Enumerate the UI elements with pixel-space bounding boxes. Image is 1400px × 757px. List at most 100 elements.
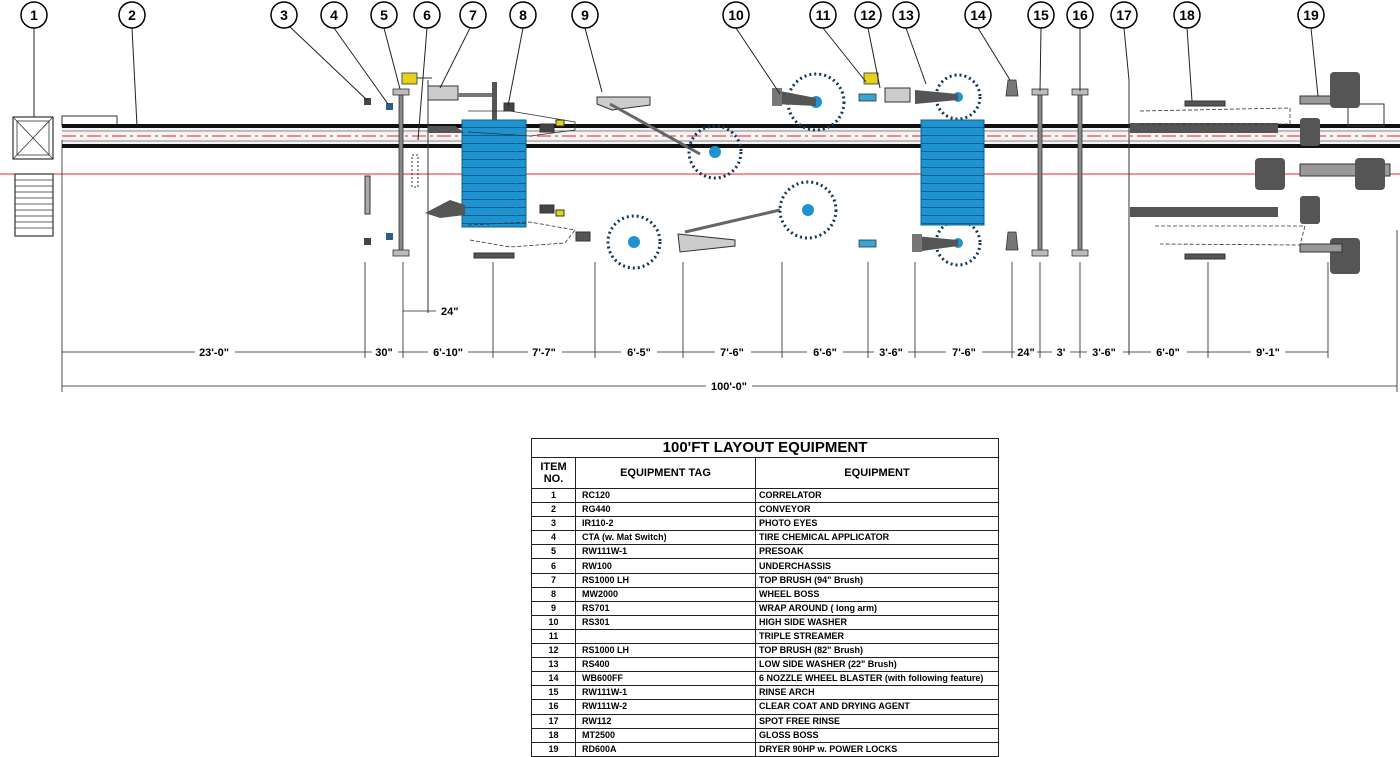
equipment-tag-cell: RC120 bbox=[575, 487, 756, 504]
presoak-arch-equipment bbox=[392, 72, 432, 257]
wrap-around-equipment bbox=[596, 96, 781, 253]
equipment-cell: TOP BRUSH (82" Brush) bbox=[755, 643, 999, 659]
wheel-boss-equipment bbox=[467, 102, 591, 259]
equipment-tag-cell bbox=[575, 628, 756, 645]
dim-segment-9: 7'-6" bbox=[952, 347, 976, 359]
top-brush-94-equipment bbox=[425, 82, 527, 228]
equipment-tag-cell: RS1000 LH bbox=[575, 572, 756, 588]
dim-segment-8: 3'-6" bbox=[879, 347, 903, 359]
equipment-cell: 6 NOZZLE WHEEL BLASTER (with following f… bbox=[755, 671, 999, 687]
dim-segment-13: 6'-0" bbox=[1156, 347, 1180, 359]
callout-8: 8 bbox=[509, 1, 537, 29]
equipment-tag-cell: RW111W-1 bbox=[575, 544, 756, 560]
dim-underchassis: 24" bbox=[441, 306, 458, 318]
equipment-tag-cell: RS400 bbox=[575, 657, 756, 673]
dim-segment-11: 3' bbox=[1057, 347, 1066, 359]
correlator-equipment bbox=[12, 116, 54, 237]
svg-text:12: 12 bbox=[860, 7, 876, 23]
callout-9: 9 bbox=[571, 1, 599, 29]
header-equipment: EQUIPMENT bbox=[755, 457, 999, 489]
item-no-cell: 19 bbox=[531, 741, 576, 757]
callout-19: 19 bbox=[1297, 1, 1325, 29]
equipment-table-title: 100'FT LAYOUT EQUIPMENT bbox=[531, 438, 999, 457]
equipment-tag-cell: RW100 bbox=[575, 558, 756, 574]
item-no-cell: 16 bbox=[531, 699, 576, 715]
svg-text:15: 15 bbox=[1033, 7, 1049, 23]
svg-text:8: 8 bbox=[519, 7, 527, 23]
svg-text:9: 9 bbox=[581, 7, 589, 23]
callout-18: 18 bbox=[1173, 1, 1201, 29]
svg-text:7: 7 bbox=[469, 7, 477, 23]
equipment-cell: CLEAR COAT AND DRYING AGENT bbox=[755, 699, 999, 715]
dimension-labels: 23'-0" 30" 6'-10" 7'-7" 6'-5" 7'-6" 6'-6… bbox=[195, 306, 1285, 393]
equipment-tag-cell: WB600FF bbox=[575, 671, 756, 687]
svg-text:4: 4 bbox=[330, 7, 338, 23]
item-no-cell: 6 bbox=[531, 558, 576, 574]
dim-segment-3: 6'-10" bbox=[433, 347, 463, 359]
equipment-cell: SPOT FREE RINSE bbox=[755, 713, 999, 729]
item-no-cell: 3 bbox=[531, 516, 576, 532]
dim-segment-10: 24" bbox=[1017, 347, 1034, 359]
dim-segment-2: 30" bbox=[375, 347, 392, 359]
item-no-cell: 4 bbox=[531, 530, 576, 546]
svg-text:17: 17 bbox=[1116, 7, 1132, 23]
high-side-washer-brush-2 bbox=[778, 180, 838, 240]
equipment-table: 100'FT LAYOUT EQUIPMENT ITEM NO. EQUIPME… bbox=[531, 438, 999, 757]
callout-16: 16 bbox=[1066, 1, 1094, 29]
svg-text:13: 13 bbox=[898, 7, 914, 23]
svg-text:2: 2 bbox=[128, 7, 136, 23]
item-no-cell: 17 bbox=[531, 713, 576, 729]
equipment-cell: CONVEYOR bbox=[755, 502, 999, 518]
svg-text:1: 1 bbox=[30, 7, 38, 23]
conveyor-track bbox=[0, 103, 1400, 175]
callout-12: 12 bbox=[854, 1, 882, 29]
equipment-cell: TRIPLE STREAMER bbox=[755, 628, 999, 645]
photo-eye-equipment bbox=[364, 98, 371, 245]
svg-text:18: 18 bbox=[1179, 7, 1195, 23]
equipment-cell: WRAP AROUND ( long arm) bbox=[755, 600, 999, 616]
callout-14: 14 bbox=[964, 1, 992, 29]
item-no-cell: 2 bbox=[531, 502, 576, 518]
equipment-tag-cell: RS301 bbox=[575, 614, 756, 630]
wrap-around-brush-2 bbox=[606, 214, 662, 270]
top-brush-82-equipment bbox=[863, 72, 985, 226]
item-no-cell: 13 bbox=[531, 657, 576, 673]
callout-10: 10 bbox=[722, 1, 750, 29]
equipment-cell: DRYER 90HP w. POWER LOCKS bbox=[755, 741, 999, 757]
item-no-cell: 15 bbox=[531, 685, 576, 701]
car-wash-layout-drawing: 1 2 3 4 5 6 7 8 9 10 11 12 13 14 15 16 1… bbox=[0, 1, 1400, 393]
dryer-equipment bbox=[1255, 72, 1391, 274]
low-side-washer-equipment bbox=[912, 90, 958, 252]
callout-5: 5 bbox=[370, 1, 398, 29]
callout-15: 15 bbox=[1027, 1, 1055, 29]
high-side-washer-equipment bbox=[772, 88, 816, 106]
callout-3: 3 bbox=[270, 1, 298, 29]
equipment-tag-cell: RS701 bbox=[575, 600, 756, 616]
equipment-table-header: ITEM NO. EQUIPMENT TAG EQUIPMENT bbox=[531, 457, 999, 489]
equipment-tag-cell: MT2500 bbox=[575, 727, 756, 743]
item-no-cell: 14 bbox=[531, 671, 576, 687]
equipment-tag-cell: RG440 bbox=[575, 502, 756, 518]
dim-total: 100'-0" bbox=[711, 381, 747, 393]
equipment-cell: CORRELATOR bbox=[755, 487, 999, 504]
dim-segment-12: 3'-6" bbox=[1092, 347, 1116, 359]
triple-streamer-equipment bbox=[858, 93, 877, 248]
equipment-tag-cell: RW112 bbox=[575, 713, 756, 729]
dim-segment-6: 7'-6" bbox=[720, 347, 744, 359]
rinse-arch-equipment bbox=[1031, 88, 1049, 257]
dim-segment-7: 6'-6" bbox=[813, 347, 837, 359]
clear-coat-arch-equipment bbox=[1071, 88, 1089, 257]
equipment-cell: TOP BRUSH (94" Brush) bbox=[755, 572, 999, 588]
svg-text:6: 6 bbox=[423, 7, 431, 23]
item-no-cell: 11 bbox=[531, 628, 576, 645]
svg-text:14: 14 bbox=[970, 7, 986, 23]
svg-text:16: 16 bbox=[1072, 7, 1088, 23]
equipment-tag-cell: RW111W-1 bbox=[575, 685, 756, 701]
